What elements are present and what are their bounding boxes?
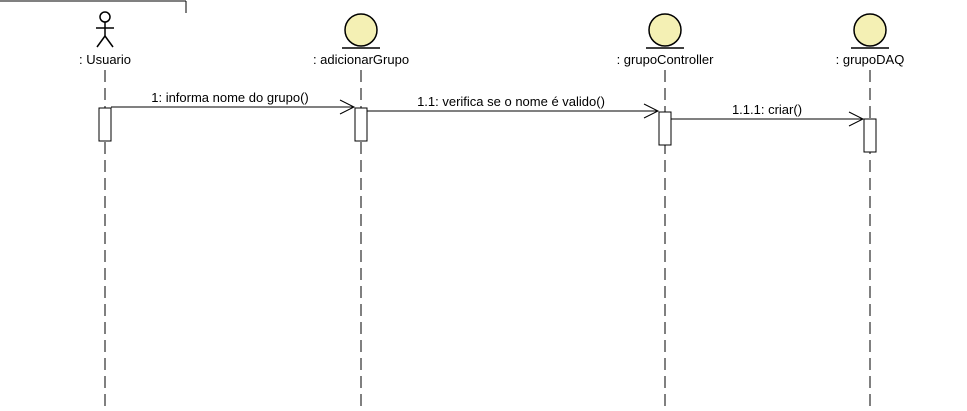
participant-label: : grupoDAQ bbox=[836, 52, 905, 67]
participant-grupo-daq[interactable]: : grupoDAQ bbox=[836, 13, 905, 411]
arrowhead-icon bbox=[643, 103, 660, 119]
activation-bar bbox=[354, 107, 368, 142]
participant-adicionar-grupo[interactable]: : adicionarGrupo bbox=[313, 13, 409, 411]
participant-label: : Usuario bbox=[79, 52, 131, 67]
participant-label: : grupoController bbox=[617, 52, 714, 67]
actor-icon bbox=[96, 11, 114, 48]
activation-bar bbox=[98, 107, 112, 142]
arrowhead-icon bbox=[848, 111, 865, 127]
message-label: 1.1.1: criar() bbox=[732, 102, 802, 117]
participant-usuario[interactable]: : Usuario bbox=[79, 11, 131, 411]
message-label: 1: informa nome do grupo() bbox=[151, 90, 309, 105]
message-label: 1.1: verifica se o nome é valido() bbox=[417, 94, 605, 109]
boundary-icon bbox=[344, 13, 378, 47]
message-1[interactable]: 1: informa nome do grupo() bbox=[111, 90, 356, 115]
message-1-1[interactable]: 1.1: verifica se o nome é valido() bbox=[367, 94, 660, 119]
activation-bar bbox=[863, 118, 877, 153]
participant-label: : adicionarGrupo bbox=[313, 52, 409, 67]
boundary-icon bbox=[853, 13, 887, 47]
arrowhead-icon bbox=[339, 99, 356, 115]
message-1-1-1[interactable]: 1.1.1: criar() bbox=[671, 102, 865, 127]
participant-grupo-controller[interactable]: : grupoController bbox=[617, 13, 714, 411]
boundary-icon bbox=[648, 13, 682, 47]
activation-bar bbox=[658, 111, 672, 146]
